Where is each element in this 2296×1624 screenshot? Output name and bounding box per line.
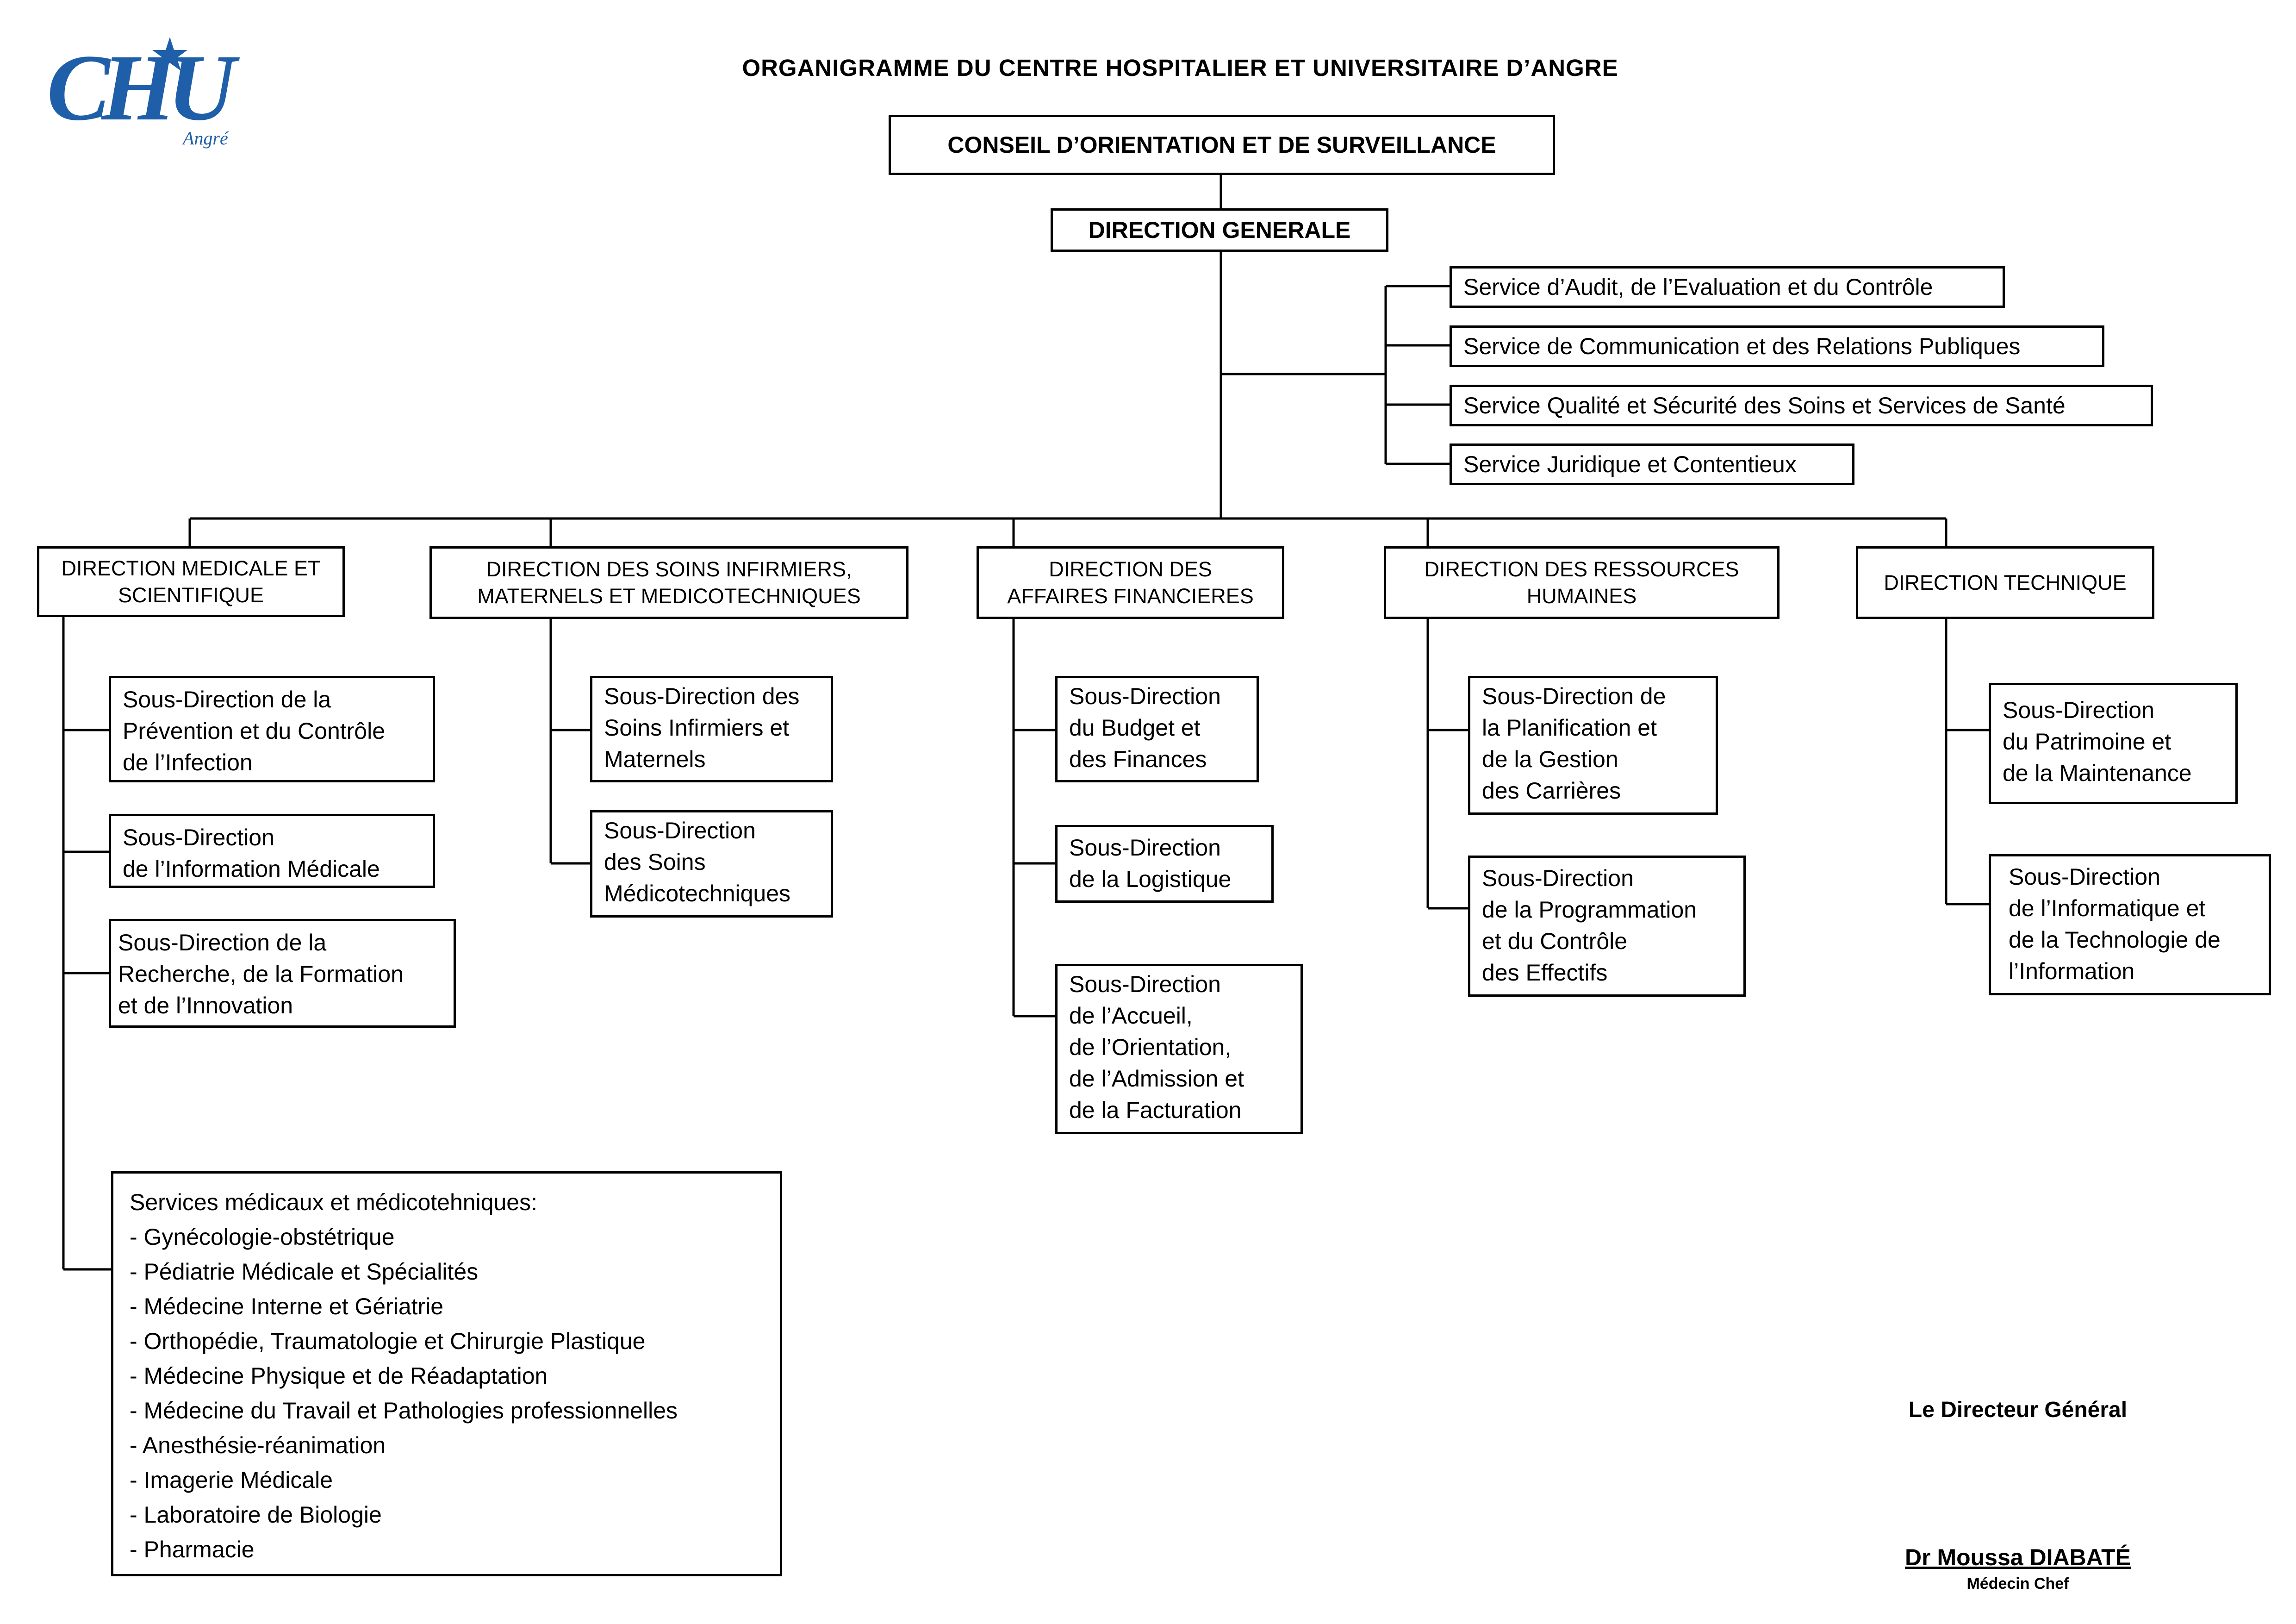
- subdirection-line: de l’Informatique et: [2009, 895, 2206, 921]
- subdirection-line: des Carrières: [1482, 778, 1621, 804]
- page-title: ORGANIGRAMME DU CENTRE HOSPITALIER ET UN…: [742, 55, 1618, 81]
- subdirection-research-box: Sous-Direction de la Recherche, de la Fo…: [109, 919, 456, 1028]
- direction-medical-box: DIRECTION MEDICALE ET SCIENTIFIQUE: [37, 546, 345, 617]
- medical-service-item: - Médecine Interne et Gériatrie: [130, 1293, 444, 1319]
- subdirection-line: de la Technologie de: [2009, 927, 2221, 953]
- council-label: CONSEIL D’ORIENTATION ET DE SURVEILLANCE: [947, 132, 1496, 158]
- subdirection-line: Médicotechniques: [604, 881, 791, 906]
- service-quality-box: Service Qualité et Sécurité des Soins et…: [1450, 385, 2153, 426]
- service-legal-box: Service Juridique et Contentieux: [1450, 443, 1854, 485]
- subdirection-budget-box: Sous-Direction du Budget et des Finances: [1055, 676, 1259, 782]
- direction-line: DIRECTION DES: [1049, 557, 1212, 581]
- direction-line: AFFAIRES FINANCIERES: [1007, 584, 1254, 608]
- subdirection-line: du Budget et: [1069, 715, 1201, 741]
- medical-services-box: Services médicaux et médicotehniques: - …: [111, 1171, 782, 1576]
- direction-line: MATERNELS ET MEDICOTECHNIQUES: [477, 584, 861, 608]
- subdirection-programming-box: Sous-Direction de la Programmation et du…: [1468, 856, 1746, 997]
- general-direction-box: DIRECTION GENERALE: [1051, 208, 1388, 252]
- medical-service-item: - Médecine Physique et de Réadaptation: [130, 1363, 548, 1389]
- direction-line: SCIENTIFIQUE: [118, 583, 264, 607]
- subdirection-logistics-box: Sous-Direction de la Logistique: [1055, 825, 1274, 903]
- signature-role: Le Directeur Général: [1908, 1398, 2128, 1422]
- subdirection-line: de la Programmation: [1482, 897, 1697, 923]
- direction-line: HUMAINES: [1526, 584, 1637, 608]
- subdirection-line: Sous-Direction: [1069, 835, 1221, 861]
- subdirection-line: Recherche, de la Formation: [118, 961, 404, 987]
- subdirection-line: Sous-Direction: [2003, 697, 2154, 723]
- subdirection-line: Sous-Direction de: [1482, 683, 1666, 709]
- subdirection-line: Sous-Direction de la: [118, 930, 327, 956]
- subdirection-line: de l’Information Médicale: [123, 856, 380, 882]
- subdirection-line: Soins Infirmiers et: [604, 715, 790, 741]
- service-label: Service Qualité et Sécurité des Soins et…: [1463, 393, 2066, 418]
- medical-service-item: - Anesthésie-réanimation: [130, 1432, 386, 1458]
- direction-line: DIRECTION DES RESSOURCES: [1424, 557, 1739, 581]
- medical-service-item: - Imagerie Médicale: [130, 1467, 333, 1493]
- medical-service-item: - Pharmacie: [130, 1537, 255, 1562]
- service-label: Service Juridique et Contentieux: [1463, 451, 1797, 477]
- subdirection-line: de l’Admission et: [1069, 1066, 1244, 1092]
- direction-nursing-box: DIRECTION DES SOINS INFIRMIERS, MATERNEL…: [429, 546, 908, 619]
- subdirection-line: des Soins: [604, 849, 706, 875]
- signature-name: Dr Moussa DIABATÉ: [1904, 1544, 2131, 1570]
- direction-line: DIRECTION MEDICALE ET: [61, 556, 321, 580]
- service-label: Service de Communication et des Relation…: [1463, 333, 2021, 359]
- subdirection-line: de l’Accueil,: [1069, 1003, 1193, 1029]
- subdirection-line: la Planification et: [1482, 715, 1657, 741]
- subdirection-line: Sous-Direction: [1482, 865, 1634, 891]
- subdirection-reception-box: Sous-Direction de l’Accueil, de l’Orient…: [1055, 964, 1303, 1134]
- subdirection-infection-box: Sous-Direction de la Prévention et du Co…: [109, 676, 435, 782]
- subdirection-line: Sous-Direction: [2009, 864, 2160, 890]
- subdirection-line: de la Maintenance: [2003, 760, 2192, 786]
- subdirection-line: des Finances: [1069, 746, 1207, 772]
- subdirection-line: et de l’Innovation: [118, 993, 293, 1018]
- medical-service-item: - Médecine du Travail et Pathologies pro…: [130, 1398, 678, 1424]
- subdirection-line: et du Contrôle: [1482, 928, 1628, 954]
- direction-finance-box: DIRECTION DES AFFAIRES FINANCIERES: [977, 546, 1284, 619]
- subdirection-nursing-care-box: Sous-Direction des Soins Infirmiers et M…: [590, 676, 833, 782]
- signature-title: Médecin Chef: [1966, 1575, 2069, 1593]
- subdirection-line: Maternels: [604, 746, 706, 772]
- subdirection-line: de la Logistique: [1069, 866, 1232, 892]
- subdirection-it-box: Sous-Direction de l’Informatique et de l…: [1989, 854, 2271, 995]
- subdirection-line: Prévention et du Contrôle: [123, 718, 386, 744]
- medical-service-item: - Pédiatrie Médicale et Spécialités: [130, 1259, 479, 1285]
- medical-service-item: - Orthopédie, Traumatologie et Chirurgie…: [130, 1328, 646, 1354]
- subdirection-medicotechnical-box: Sous-Direction des Soins Médicotechnique…: [590, 810, 833, 918]
- direction-line: DIRECTION DES SOINS INFIRMIERS,: [486, 557, 852, 581]
- logo-place: Angré: [181, 128, 229, 149]
- logo-brand: CHU: [47, 35, 240, 140]
- medical-service-item: - Gynécologie-obstétrique: [130, 1224, 395, 1250]
- subdirection-line: de l’Orientation,: [1069, 1034, 1232, 1060]
- subdirection-line: des Effectifs: [1482, 960, 1608, 986]
- subdirection-line: Sous-Direction: [604, 818, 756, 843]
- subdirection-line: de la Facturation: [1069, 1097, 1242, 1123]
- subdirection-heritage-box: Sous-Direction du Patrimoine et de la Ma…: [1989, 683, 2238, 804]
- direction-line: DIRECTION TECHNIQUE: [1884, 570, 2127, 594]
- subdirection-line: Sous-Direction: [1069, 683, 1221, 709]
- subdirection-medical-information-box: Sous-Direction de l’Information Médicale: [109, 814, 435, 888]
- service-label: Service d’Audit, de l’Evaluation et du C…: [1463, 274, 1933, 300]
- subdirection-planning-box: Sous-Direction de la Planification et de…: [1468, 676, 1718, 815]
- council-box: CONSEIL D’ORIENTATION ET DE SURVEILLANCE: [889, 115, 1555, 175]
- subdirection-line: de l’Infection: [123, 750, 253, 775]
- service-audit-box: Service d’Audit, de l’Evaluation et du C…: [1450, 266, 2005, 308]
- subdirection-line: l’Information: [2009, 958, 2135, 984]
- star-icon: [152, 37, 187, 71]
- medical-services-heading: Services médicaux et médicotehniques:: [130, 1189, 538, 1215]
- general-direction-label: DIRECTION GENERALE: [1088, 217, 1351, 243]
- subdirection-line: de la Gestion: [1482, 746, 1618, 772]
- subdirection-line: Sous-Direction: [1069, 971, 1221, 997]
- subdirection-line: Sous-Direction des: [604, 683, 800, 709]
- subdirection-line: du Patrimoine et: [2003, 729, 2172, 755]
- medical-service-item: - Laboratoire de Biologie: [130, 1502, 382, 1528]
- direction-hr-box: DIRECTION DES RESSOURCES HUMAINES: [1384, 546, 1780, 619]
- subdirection-line: Sous-Direction: [123, 824, 274, 850]
- direction-technical-box: DIRECTION TECHNIQUE: [1856, 546, 2154, 619]
- service-communication-box: Service de Communication et des Relation…: [1450, 325, 2104, 367]
- chu-logo: CHU Angré: [47, 35, 248, 149]
- subdirection-line: Sous-Direction de la: [123, 687, 331, 712]
